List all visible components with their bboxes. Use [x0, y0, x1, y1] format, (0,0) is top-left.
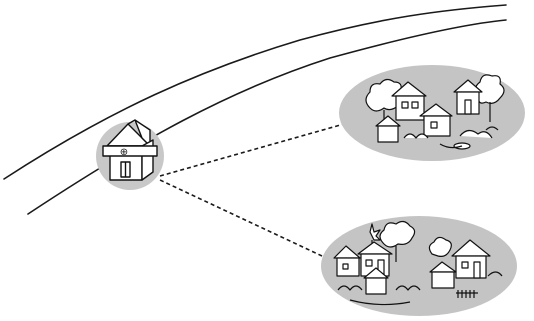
connector-to-upper-village	[159, 123, 345, 177]
health-post-building-icon	[102, 119, 158, 181]
village-upper	[339, 65, 525, 161]
road-edge-upper	[3, 4, 507, 180]
village-lower-houses-icon	[333, 220, 503, 306]
connector-to-lower-village	[159, 179, 323, 257]
village-upper-houses-icon	[365, 74, 505, 150]
village-lower	[321, 216, 517, 316]
connector-lines	[159, 123, 345, 257]
health-post-cross-icon: ⊕	[120, 147, 128, 158]
health-post: ⊕	[96, 119, 164, 190]
